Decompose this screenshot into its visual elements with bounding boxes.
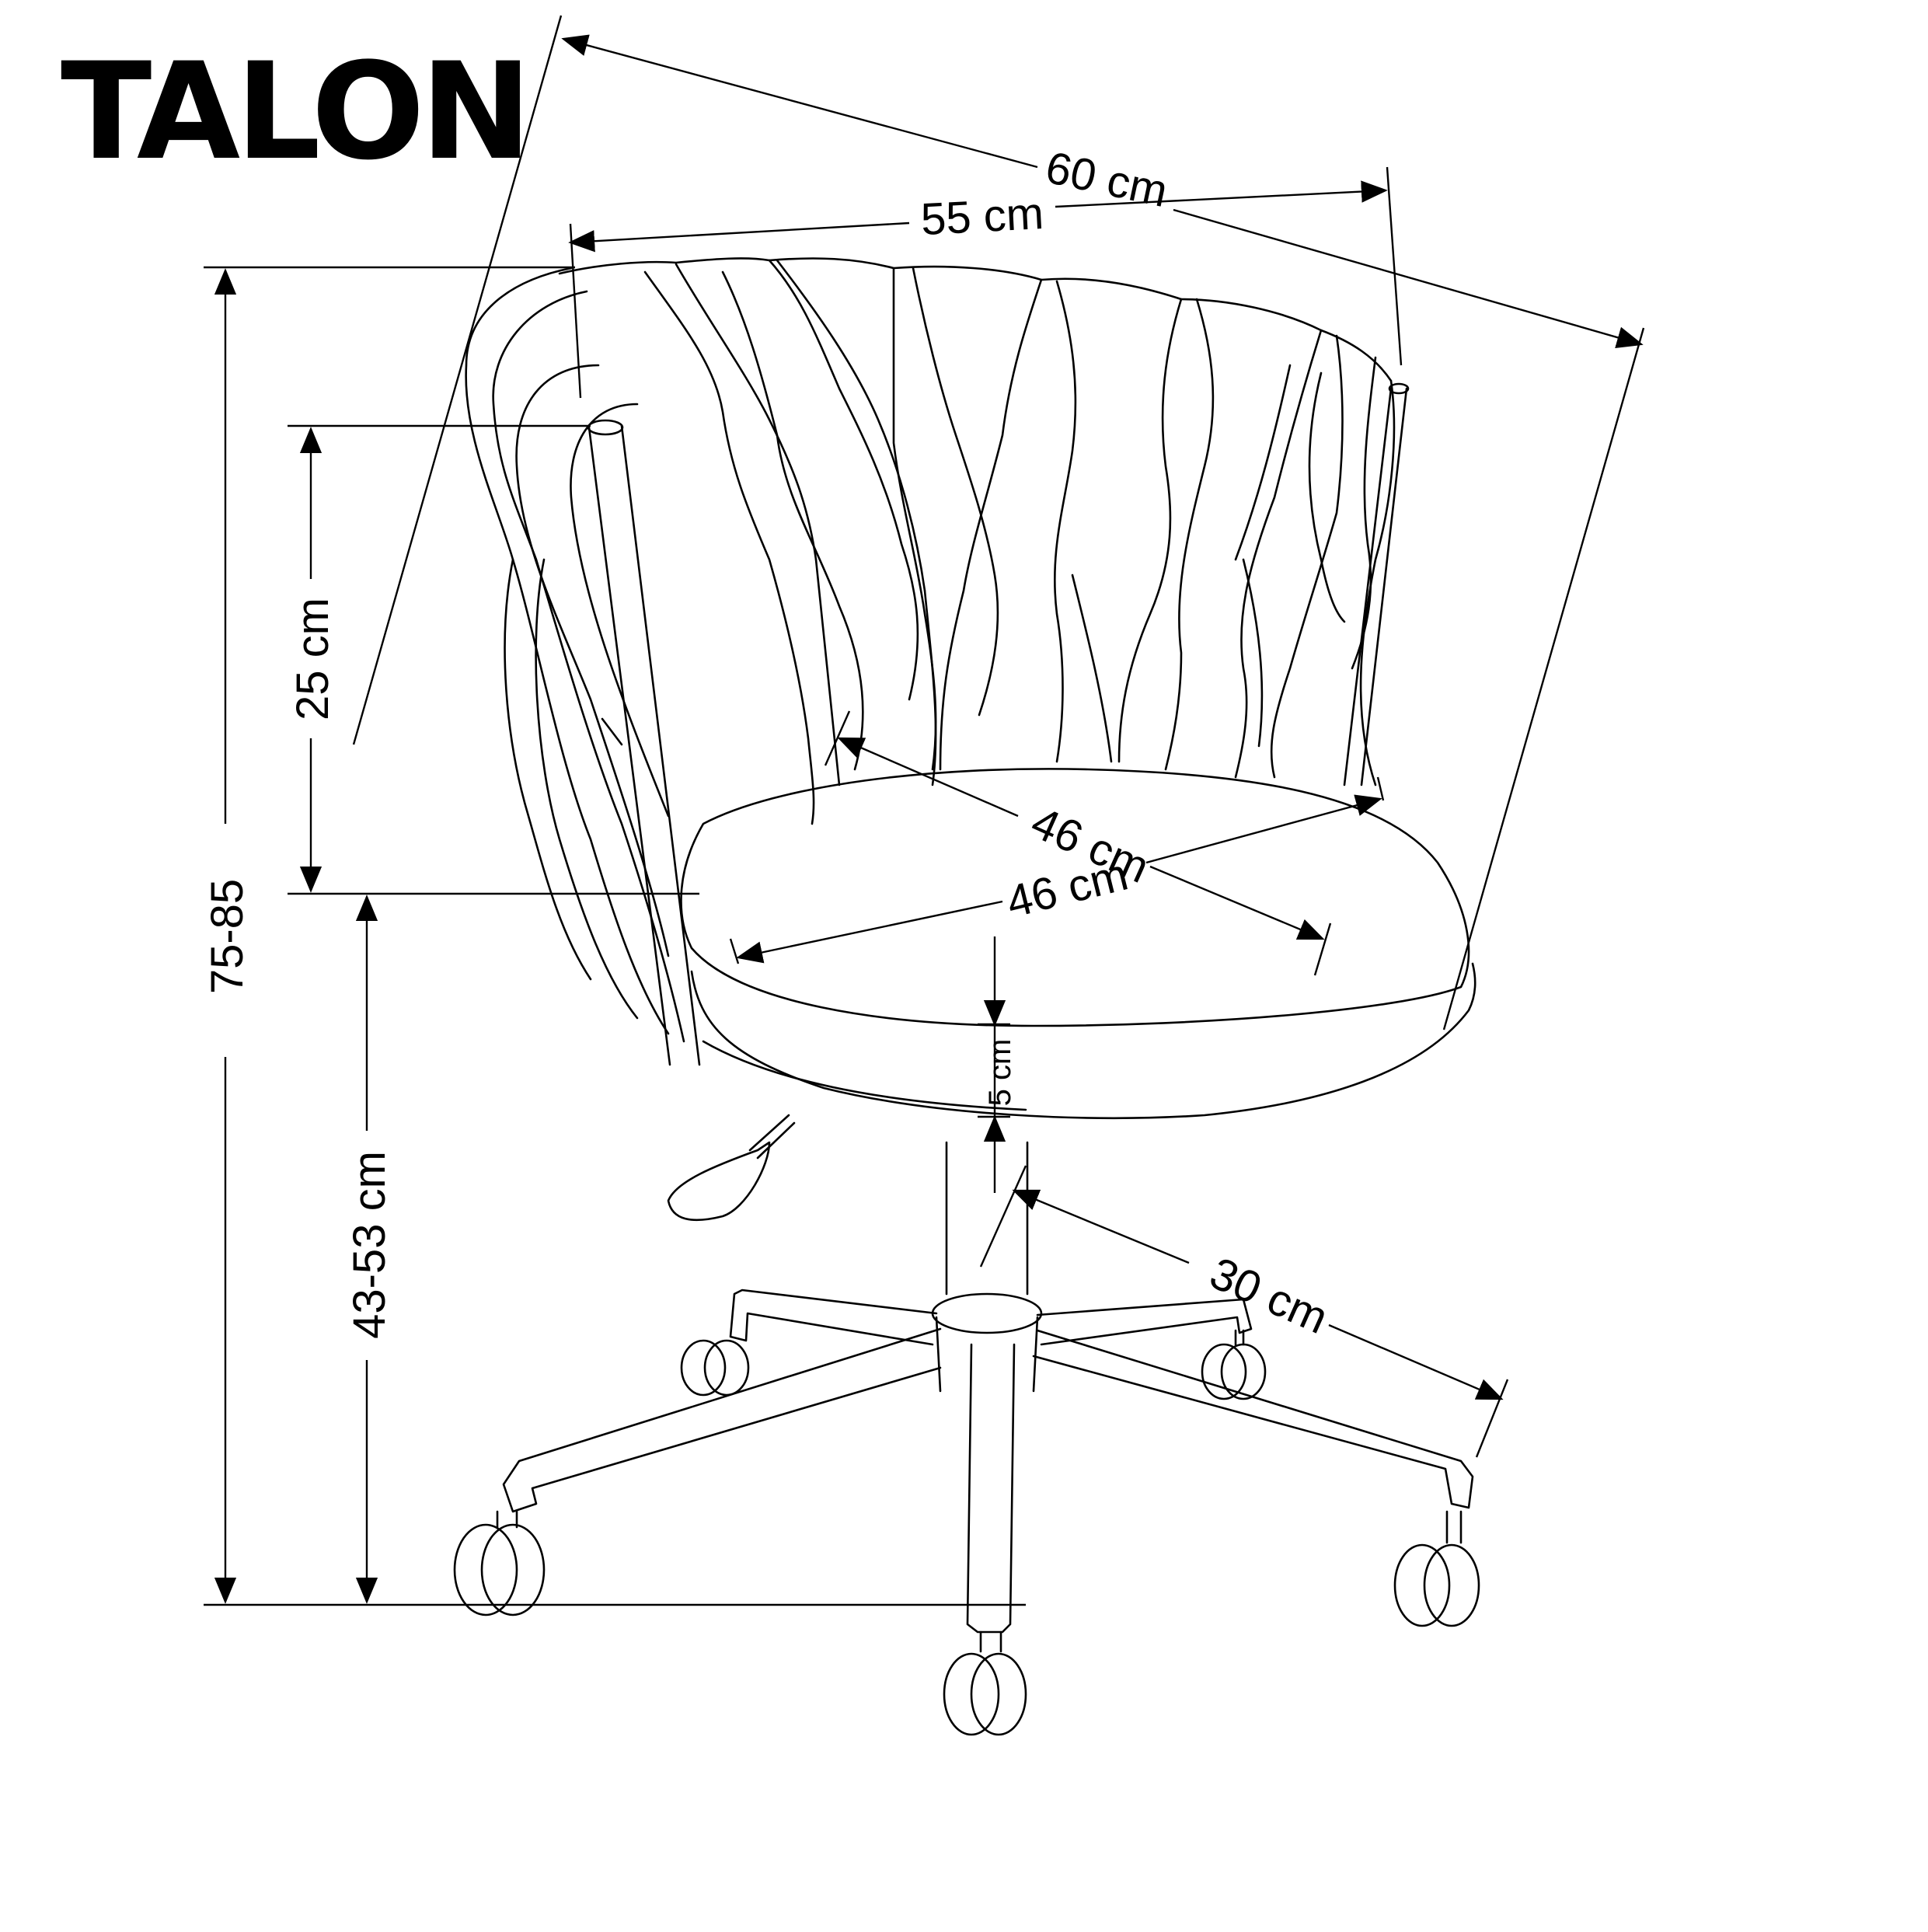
base-hub: [931, 1292, 1043, 1334]
label-base-radius: 30 cm: [1203, 1247, 1336, 1344]
dimension-lines: [204, 15, 1645, 1606]
backrest-top-edge: [558, 257, 1393, 382]
gas-lift: [945, 1141, 1029, 1296]
seat-cushion-bottom: [690, 962, 1477, 1119]
product-title: TALON: [61, 33, 532, 190]
label-backrest-height: 25 cm: [288, 598, 338, 720]
seat-cushion-top: [680, 768, 1470, 1027]
chair-outline: [453, 257, 1480, 1736]
casters: [453, 1329, 1480, 1736]
label-total-height: 75-85: [202, 879, 253, 994]
backrest-shell-left: [465, 267, 670, 1035]
backrest-shell-inner-left: [492, 290, 685, 1043]
frame-tube-left: [587, 424, 701, 1066]
frame-tube-right: [1343, 387, 1408, 786]
dimension-labels: 60 cm 55 cm 75-85 25 cm 43-53 cm 46 cm 4…: [202, 142, 1335, 1344]
label-overall-width: 55 cm: [919, 188, 1044, 245]
woven-straps: [643, 259, 1377, 825]
backrest-shell-right: [1359, 379, 1396, 786]
height-lever: [667, 1114, 796, 1222]
base-legs: [502, 1289, 1474, 1634]
label-seat-thickness: 5 cm: [983, 1039, 1017, 1107]
label-seat-height: 43-53 cm: [344, 1151, 395, 1339]
